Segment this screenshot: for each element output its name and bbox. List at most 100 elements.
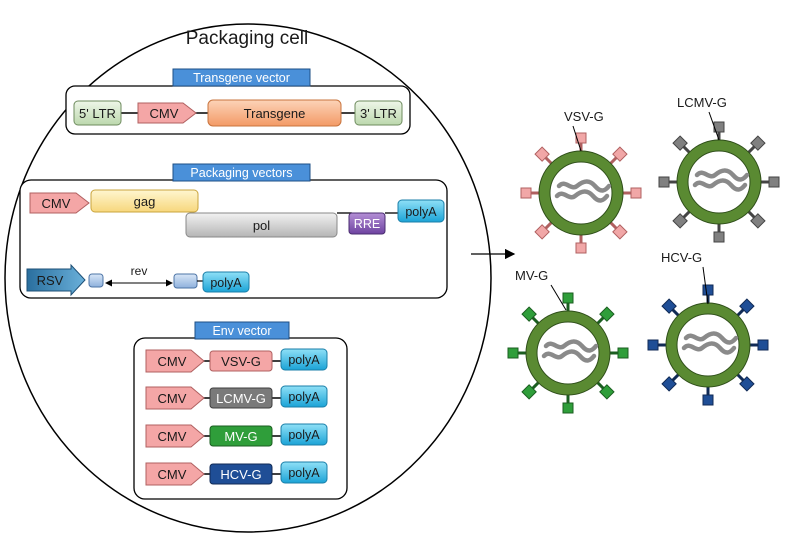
ltr5-element	[73, 100, 122, 126]
viral-genome	[681, 331, 739, 355]
spike-head	[599, 384, 615, 400]
spike-head	[658, 176, 670, 188]
env-cmv-label: CMV	[158, 391, 187, 406]
packaging-polya-label: polyA	[405, 205, 437, 219]
virion: VSV-G	[520, 109, 642, 254]
env-polya-element	[280, 385, 328, 408]
spike-head	[521, 306, 537, 322]
env-gene-label: LCMV-G	[216, 391, 266, 406]
packaging-vectors-header-label: Packaging vectors	[190, 166, 292, 180]
viral-envelope	[526, 311, 610, 395]
ltr3-element	[354, 100, 403, 126]
env-cmv-promoter	[145, 462, 205, 486]
transgene-label: Transgene	[244, 106, 306, 121]
spike-head	[768, 176, 780, 188]
transgene-vector-header	[172, 68, 311, 87]
spike-head	[520, 187, 532, 199]
env-gene-element	[209, 387, 273, 409]
env-polya-element	[280, 461, 328, 484]
spike-head	[647, 339, 659, 351]
ltr3-label: 3' LTR	[360, 106, 397, 121]
virion-label: LCMV-G	[677, 95, 727, 110]
env-polya-label: polyA	[288, 353, 320, 367]
env-gene-label: MV-G	[224, 429, 257, 444]
gag-label: gag	[134, 194, 156, 209]
spike-head	[617, 347, 629, 359]
viral-genome	[554, 179, 612, 203]
transgene-vector-header-label: Transgene vector	[193, 71, 290, 85]
spike-head	[630, 187, 642, 199]
env-gene-element	[209, 425, 273, 447]
pol-element	[185, 212, 338, 238]
rev-polya-element	[202, 271, 250, 293]
virion-label-pointer	[572, 125, 582, 152]
spike-head	[562, 402, 574, 414]
virion-label-pointer	[702, 266, 709, 305]
spike-head	[534, 224, 550, 240]
spike-head	[713, 231, 725, 243]
viral-envelope	[677, 140, 761, 224]
env-vector-header-label: Env vector	[212, 324, 271, 338]
env-polya-label: polyA	[288, 428, 320, 442]
rsv-promoter	[26, 263, 86, 297]
env-cmv-label: CMV	[158, 354, 187, 369]
virion-label: VSV-G	[564, 109, 604, 124]
spike-head	[672, 213, 688, 229]
spike-head	[521, 384, 537, 400]
env-cmv-promoter	[145, 386, 205, 410]
env-gene-label: VSV-G	[221, 354, 261, 369]
viral-envelope	[666, 303, 750, 387]
env-row: CMV MV-G polyA	[145, 423, 328, 448]
transgene-vector: Transgene vector 5' LTR CMV Transgene 3'…	[65, 68, 411, 135]
env-cmv-label: CMV	[158, 467, 187, 482]
rev-label: rev	[131, 264, 148, 278]
virion: MV-G	[507, 268, 629, 414]
spike-head	[702, 284, 714, 296]
env-vector-header	[194, 321, 290, 340]
rre-label: RRE	[354, 217, 380, 231]
viral-envelope	[539, 151, 623, 235]
spike-head	[612, 146, 628, 162]
transgene-cmv-label: CMV	[150, 106, 179, 121]
packaging-vectors: Packaging vectors CMV gag pol RRE polyA …	[19, 163, 448, 299]
spike-head	[739, 298, 755, 314]
spike-head	[612, 224, 628, 240]
spike-head	[661, 376, 677, 392]
spike-head	[757, 339, 769, 351]
env-cmv-promoter	[145, 424, 205, 448]
virion: HCV-G	[647, 250, 769, 406]
env-gene-label: HCV-G	[220, 467, 261, 482]
spike-head	[739, 376, 755, 392]
spike-head	[562, 292, 574, 304]
rsv-label: RSV	[37, 273, 64, 288]
env-gene-element	[209, 350, 273, 372]
env-cmv-label: CMV	[158, 429, 187, 444]
spike-head	[575, 132, 587, 144]
packaging-cmv-promoter	[29, 192, 90, 214]
env-gene-element	[209, 463, 273, 485]
packaging-vectors-header	[172, 163, 311, 182]
transgene-cmv-promoter	[137, 102, 197, 124]
spike-head	[750, 213, 766, 229]
virion-label: MV-G	[515, 268, 548, 283]
packaging-polya-element	[397, 199, 445, 223]
spike-head	[507, 347, 519, 359]
spike-head	[702, 394, 714, 406]
ltr5-label: 5' LTR	[79, 106, 116, 121]
spike-head	[661, 298, 677, 314]
rev-exon2	[173, 273, 198, 289]
spike-head	[534, 146, 550, 162]
env-row: CMV VSV-G polyA	[145, 348, 328, 373]
transgene-element	[207, 99, 342, 127]
rev-polya-label: polyA	[210, 276, 242, 290]
virion-label-pointer	[550, 284, 567, 311]
virion: LCMV-G	[658, 95, 780, 243]
virion-label-pointer	[708, 111, 720, 141]
pol-label: pol	[253, 218, 270, 233]
packaging-cmv-label: CMV	[42, 196, 71, 211]
